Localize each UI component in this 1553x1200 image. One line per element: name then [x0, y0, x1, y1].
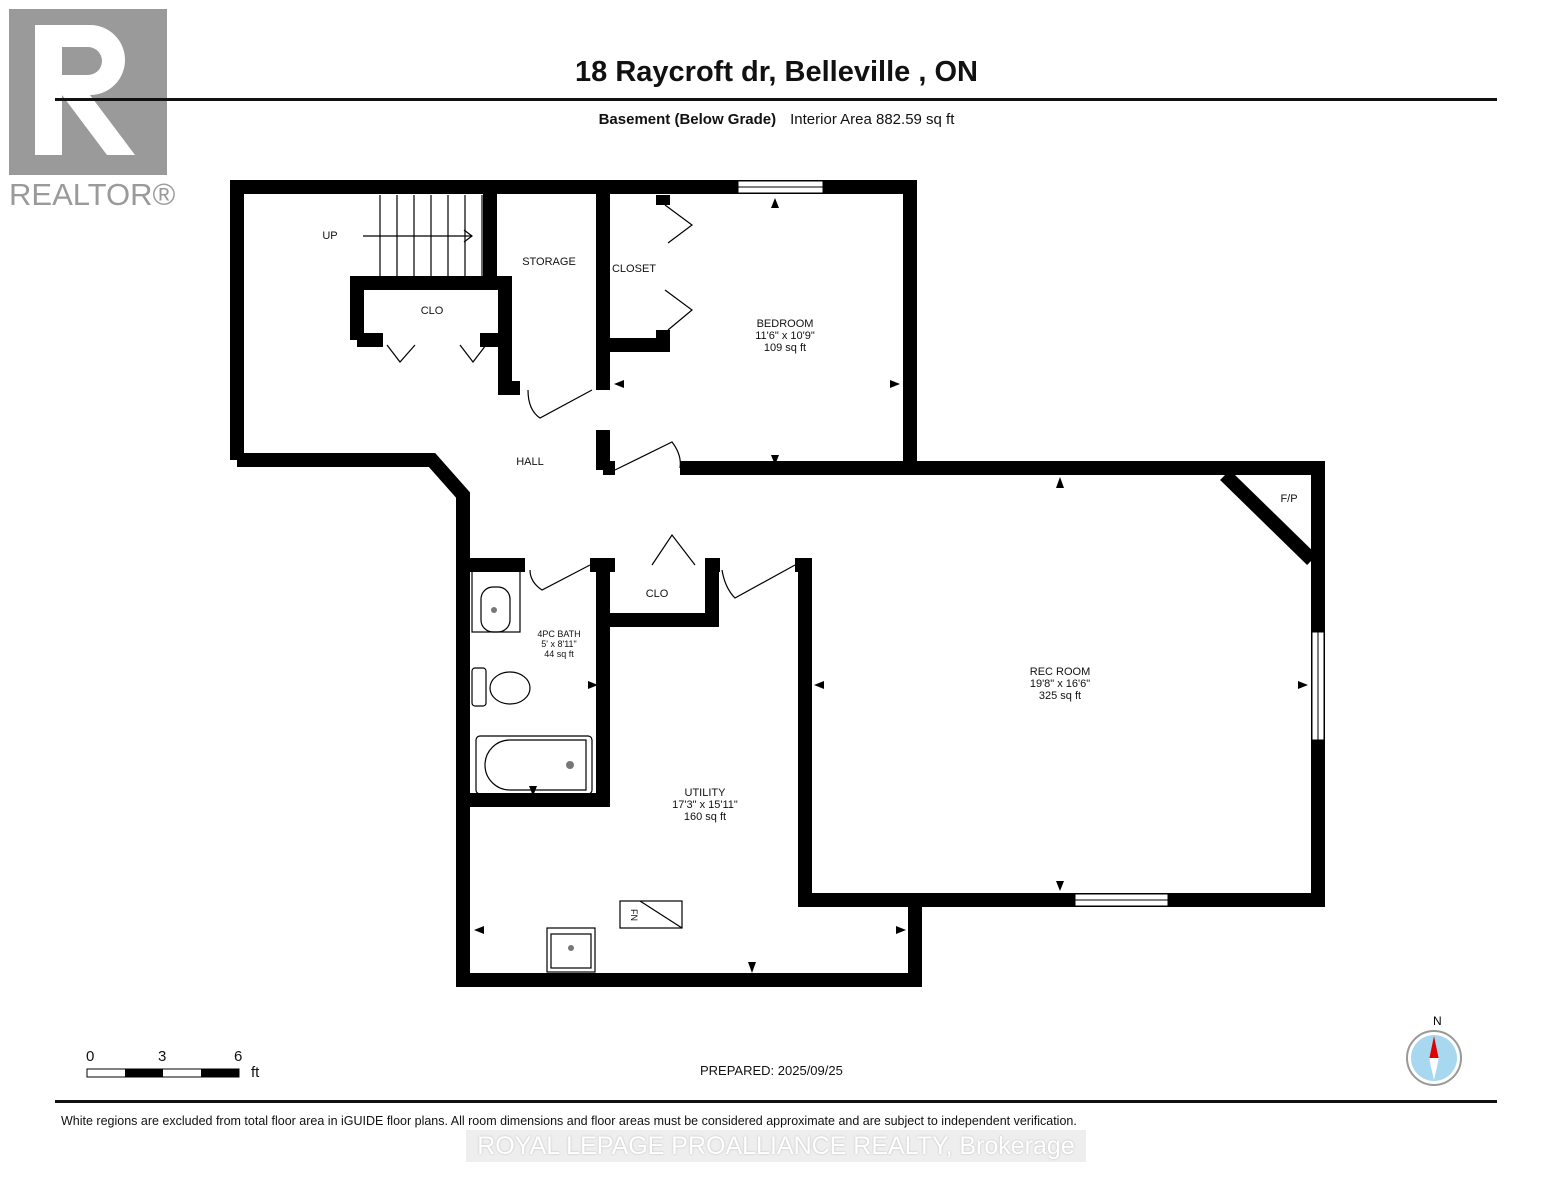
doors: [386, 204, 796, 599]
scale-unit: ft: [251, 1064, 260, 1081]
fixtures: [471, 569, 683, 973]
interior-area: Interior Area 882.59 sq ft: [790, 111, 955, 128]
disclaimer: White regions are excluded from total fl…: [61, 1114, 1077, 1128]
header-rule: [55, 98, 1497, 101]
room-label-clo-2: CLO: [645, 588, 669, 600]
level-name: Basement (Below Grade): [598, 111, 777, 128]
realtor-logo: REALTOR®: [9, 9, 176, 210]
room-area: 44 sq ft: [544, 649, 574, 659]
room-label-hall: HALL: [516, 456, 544, 468]
room-area: 109 sq ft: [763, 342, 807, 354]
subtitle: Basement (Below Grade) Interior Area 882.…: [0, 111, 1553, 128]
scale-tick: 3: [158, 1048, 167, 1065]
room-label-storage: STORAGE: [522, 256, 576, 268]
scale-tick: 0: [86, 1048, 95, 1065]
stairs: [363, 195, 483, 277]
room-label-up: UP: [322, 230, 338, 242]
page-title: 18 Raycroft dr, Belleville , ON: [575, 56, 978, 88]
room-dims: 11'6" x 10'9": [755, 330, 815, 342]
room-label-clo: CLO: [420, 305, 444, 317]
room-area: 325 sq ft: [1038, 690, 1082, 702]
furnace-label: FN: [629, 909, 639, 921]
room-dims: 19'8" x 16'6": [1029, 678, 1091, 690]
room-name: REC ROOM: [1029, 666, 1091, 678]
compass-icon: [1406, 1030, 1462, 1086]
fireplace-label: F/P: [1280, 493, 1298, 505]
compass-north-label: N: [1433, 1014, 1442, 1028]
room-arrows: [474, 198, 1308, 973]
windows: [737, 180, 1325, 907]
scale-tick: 6: [234, 1048, 243, 1065]
room-area: 160 sq ft: [683, 811, 727, 823]
room-dims: 17'3" x 15'11": [672, 799, 738, 811]
prepared-date: PREPARED: 2025/09/25: [700, 1063, 843, 1078]
brokerage-watermark: ROYAL LEPAGE PROALLIANCE REALTY, Brokera…: [466, 1130, 1086, 1162]
svg-text:REALTOR®: REALTOR®: [9, 177, 176, 210]
room-label-closet: CLOSET: [611, 263, 657, 275]
room-name: BEDROOM: [756, 318, 814, 330]
room-name: UTILITY: [684, 787, 726, 799]
walls: [230, 180, 1325, 987]
footer-rule: [55, 1100, 1497, 1103]
room-dims: 5' x 8'11": [541, 639, 577, 649]
floor-plan: [230, 180, 1325, 987]
room-name: 4PC BATH: [537, 629, 581, 639]
